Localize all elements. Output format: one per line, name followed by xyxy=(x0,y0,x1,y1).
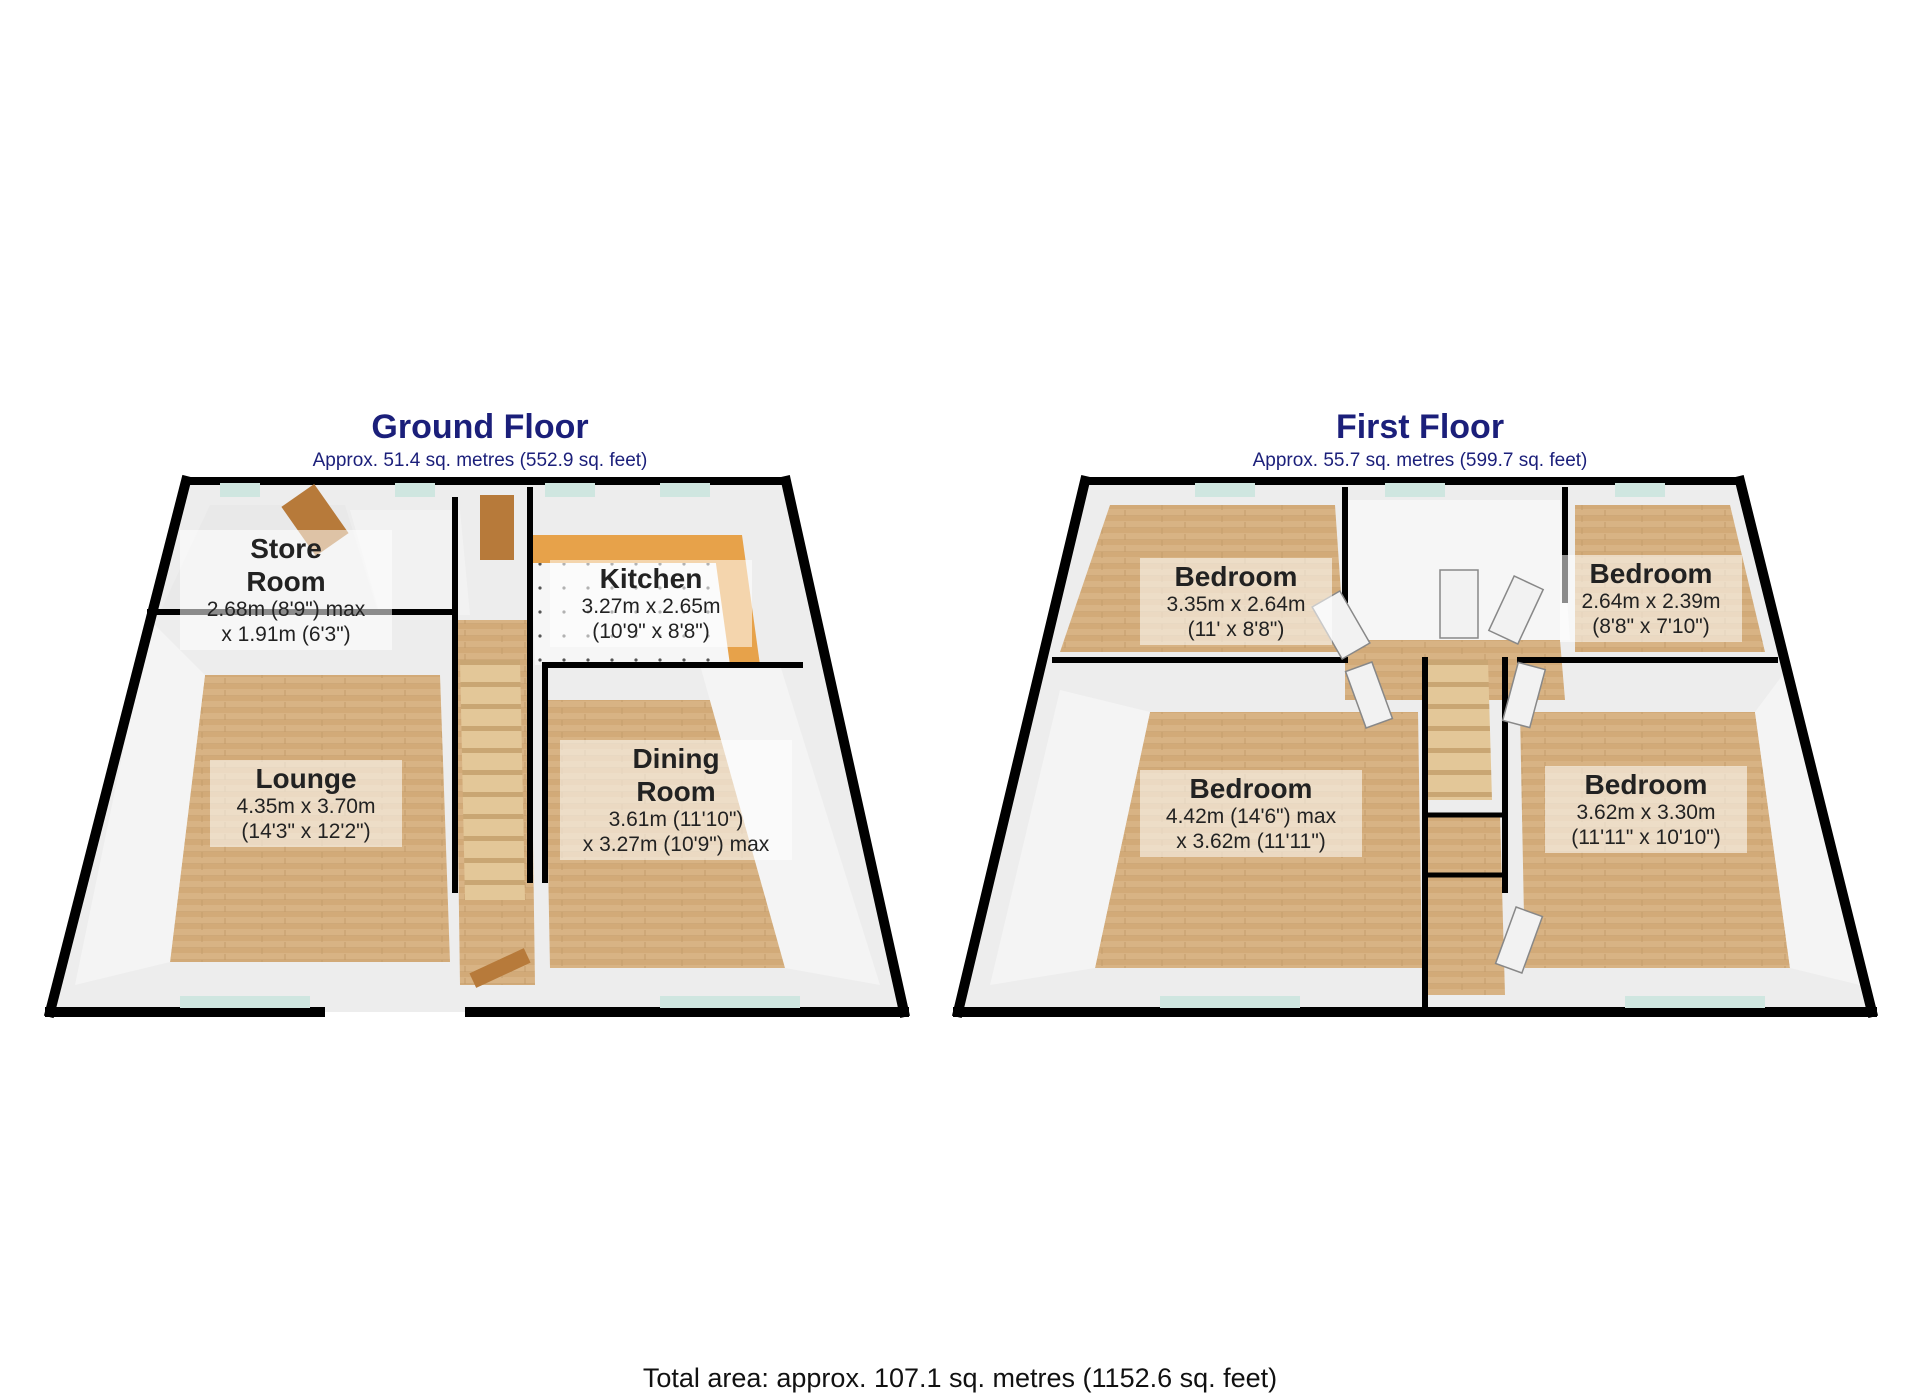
ground-walls xyxy=(43,474,910,1019)
room-dimension: 3.62m x 3.30m xyxy=(1576,801,1716,825)
room-name: Lounge xyxy=(255,763,357,794)
window-icon xyxy=(180,996,310,1008)
room-dimension: 2.64m x 2.39m xyxy=(1581,590,1721,614)
door-icon xyxy=(480,495,514,560)
room-dimension: 4.35m x 3.70m xyxy=(236,795,376,819)
room-dimension: (14'3" x 12'2") xyxy=(241,819,371,843)
room-name: Bedroom xyxy=(1589,558,1713,589)
room-name: Store Room xyxy=(246,533,326,598)
first-floor-area: Approx. 55.7 sq. metres (599.7 sq. feet) xyxy=(1252,450,1588,471)
room-label-bedroom-top-left: Bedroom 3.35m x 2.64m (11' x 8'8") xyxy=(1140,558,1332,645)
room-dimension: x 3.27m (10'9") max xyxy=(582,832,770,856)
window-icon xyxy=(1160,996,1300,1008)
door-icon xyxy=(1501,661,1547,729)
room-name: Bedroom xyxy=(1189,773,1313,804)
door-icon xyxy=(469,948,531,988)
window-icon xyxy=(545,483,595,497)
ground-windows xyxy=(180,483,800,1008)
door-icon xyxy=(1344,661,1394,729)
ground-stairs xyxy=(460,660,525,900)
room-dimension: 3.61m (11'10") xyxy=(608,808,744,832)
window-icon xyxy=(1625,996,1765,1008)
window-icon xyxy=(1615,483,1665,497)
room-dimension: 2.68m (8'9") max xyxy=(206,598,366,622)
lounge-left-wall-face xyxy=(75,620,205,985)
room-label-dining-room: Dining Room 3.61m (11'10") x 3.27m (10'9… xyxy=(560,740,792,860)
total-area: Total area: approx. 107.1 sq. metres (11… xyxy=(642,1363,1278,1393)
bedroom-4-wall-face xyxy=(1755,665,1860,985)
first-doors xyxy=(1311,569,1547,974)
room-dimension: (11' x 8'8") xyxy=(1187,617,1285,641)
room-name: Dining Room xyxy=(632,743,720,808)
first-floor-title: First Floor xyxy=(1335,408,1505,446)
room-name: Kitchen xyxy=(599,563,703,594)
room-label-bedroom-bottom-right: Bedroom 3.62m x 3.30m (11'11" x 10'10") xyxy=(1545,766,1747,853)
door-icon xyxy=(1439,569,1479,639)
window-icon xyxy=(1195,483,1255,497)
window-icon xyxy=(660,483,710,497)
room-label-store-room: Store Room 2.68m (8'9") max x 1.91m (6'3… xyxy=(180,530,392,650)
room-label-lounge: Lounge 4.35m x 3.70m (14'3" x 12'2") xyxy=(210,760,402,847)
room-dimension: x 1.91m (6'3") xyxy=(221,622,351,646)
room-dimension: (10'9" x 8'8") xyxy=(592,619,710,643)
window-icon xyxy=(660,996,800,1008)
room-label-bedroom-bottom-left: Bedroom 4.42m (14'6") max x 3.62m (11'11… xyxy=(1140,770,1362,857)
ground-floor-area: Approx. 51.4 sq. metres (552.9 sq. feet) xyxy=(312,450,648,471)
window-icon xyxy=(1385,483,1445,497)
first-stairs xyxy=(1425,660,1492,800)
room-dimension: 3.27m x 2.65m xyxy=(581,595,721,619)
room-dimension: x 3.62m (11'11") xyxy=(1176,829,1326,853)
door-icon xyxy=(1494,906,1544,974)
cupboard-floor xyxy=(1428,815,1505,995)
room-dimension: (8'8" x 7'10") xyxy=(1592,614,1710,638)
room-dimension: 4.42m (14'6") max xyxy=(1165,805,1337,829)
room-name: Bedroom xyxy=(1584,769,1708,800)
ground-floor-title: Ground Floor xyxy=(371,408,589,446)
first-windows xyxy=(1160,483,1765,1008)
window-icon xyxy=(220,483,260,497)
kitchen-worktop-top xyxy=(530,535,740,563)
first-walls xyxy=(951,474,1879,1019)
bedroom-3-wall-face xyxy=(990,690,1150,985)
room-label-bedroom-top-right: Bedroom 2.64m x 2.39m (8'8" x 7'10") xyxy=(1560,555,1742,642)
door-icon xyxy=(1487,575,1545,645)
room-dimension: 3.35m x 2.64m xyxy=(1166,593,1306,617)
window-icon xyxy=(395,483,435,497)
room-name: Bedroom xyxy=(1174,561,1298,592)
room-label-kitchen: Kitchen 3.27m x 2.65m (10'9" x 8'8") xyxy=(550,560,752,647)
room-dimension: (11'11" x 10'10") xyxy=(1571,825,1721,849)
